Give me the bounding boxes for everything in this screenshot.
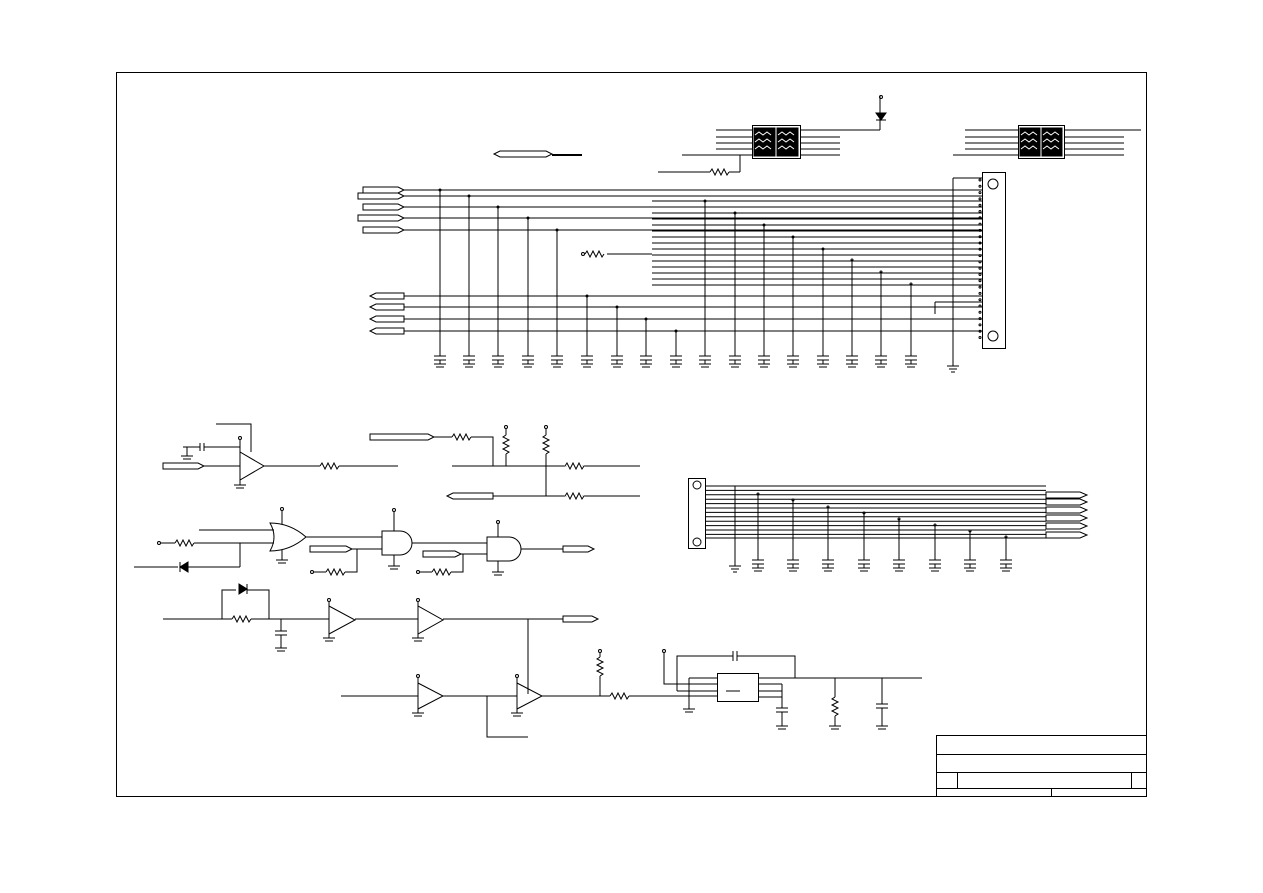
buffer-stage-upper: [163, 584, 598, 694]
connector-pin: [979, 242, 981, 244]
connector-pin: [979, 280, 981, 282]
capacitor: [492, 356, 504, 367]
capacitor: [929, 560, 941, 571]
connector-pin: [979, 267, 981, 269]
capacitor: [729, 356, 741, 367]
capacitor: [822, 560, 834, 571]
connector-pin: [979, 330, 981, 332]
output-flag: [1046, 532, 1087, 538]
capacitor: [611, 356, 623, 367]
input-flag: [370, 328, 404, 334]
input-flag: [358, 193, 404, 199]
pullup-network-center: [370, 426, 640, 500]
capacitor: [787, 560, 799, 571]
input-flag: [363, 187, 404, 193]
and-gate-2: [487, 537, 521, 561]
connector-pin: [979, 217, 981, 219]
output-flags: [1046, 492, 1087, 538]
connector-pin: [979, 229, 981, 231]
title-block: [937, 736, 1147, 797]
or-gate: [270, 523, 306, 551]
capacitor: [463, 356, 475, 367]
decoupling-capacitors: [434, 189, 917, 367]
pullup-resistor-top: [582, 251, 653, 257]
resistor-network-right: [953, 126, 1141, 159]
connector-j1: [947, 173, 1006, 373]
connector-pin: [979, 311, 981, 313]
connector-pin: [979, 299, 981, 301]
capacitor: [752, 560, 764, 571]
connector-pin: [979, 255, 981, 257]
input-flags: [358, 187, 404, 334]
right-decoupling-capacitors: [752, 493, 1012, 571]
capacitor: [893, 560, 905, 571]
capacitor: [640, 356, 652, 367]
capacitor: [846, 356, 858, 367]
capacitor: [522, 356, 534, 367]
connector-pin: [979, 305, 981, 307]
input-flag: [363, 227, 404, 233]
connector-pin: [979, 337, 981, 339]
capacitor: [875, 356, 887, 367]
output-flag: [1046, 499, 1087, 505]
capacitor: [964, 560, 976, 571]
capacitor: [581, 356, 593, 367]
right-bus-lines: [706, 486, 1046, 538]
capacitor: [758, 356, 770, 367]
buffer-stage-lower: [341, 650, 717, 738]
input-flag: [370, 304, 404, 310]
input-flag: [363, 204, 404, 210]
and-gate-1: [382, 531, 412, 555]
connector-pin: [979, 324, 981, 326]
output-flag: [1046, 515, 1087, 521]
input-flag: [370, 293, 404, 299]
connector-pin: [979, 192, 981, 194]
right-bus-section: [689, 479, 1088, 573]
input-flag: [370, 316, 404, 322]
capacitor: [817, 356, 829, 367]
connector-pin: [979, 204, 981, 206]
output-flag: [1046, 523, 1087, 529]
input-flag: [358, 215, 404, 221]
connector-pin: [979, 223, 981, 225]
top-bus-section: [358, 96, 1141, 373]
connector-pin: [979, 318, 981, 320]
connector-pin: [979, 198, 981, 200]
capacitor: [905, 356, 917, 367]
capacitor: [434, 356, 446, 367]
regulator-ic: [663, 650, 923, 730]
connector-pin: [979, 211, 981, 213]
sheet-border: [117, 73, 1147, 797]
connector-pin: [979, 185, 981, 187]
connector-pin: [979, 274, 981, 276]
capacitor: [787, 356, 799, 367]
capacitor: [670, 356, 682, 367]
capacitor: [1000, 560, 1012, 571]
signal-flag-top: [494, 151, 582, 157]
output-flag: [1046, 492, 1087, 498]
output-flag: [1046, 507, 1087, 513]
capacitor: [858, 560, 870, 571]
connector-pin: [979, 179, 981, 181]
connector-pin: [979, 261, 981, 263]
connector-pin: [979, 292, 981, 294]
bus-lines: [404, 190, 982, 331]
comparator-stage: [163, 424, 398, 488]
connector-pin: [979, 286, 981, 288]
capacitor: [551, 356, 563, 367]
capacitor: [699, 356, 711, 367]
ground-symbol: [947, 366, 959, 372]
connector-pin: [979, 236, 981, 238]
resistor-network-left: [658, 96, 886, 176]
gate-logic-stage: [134, 508, 594, 576]
connector-pin: [979, 248, 981, 250]
